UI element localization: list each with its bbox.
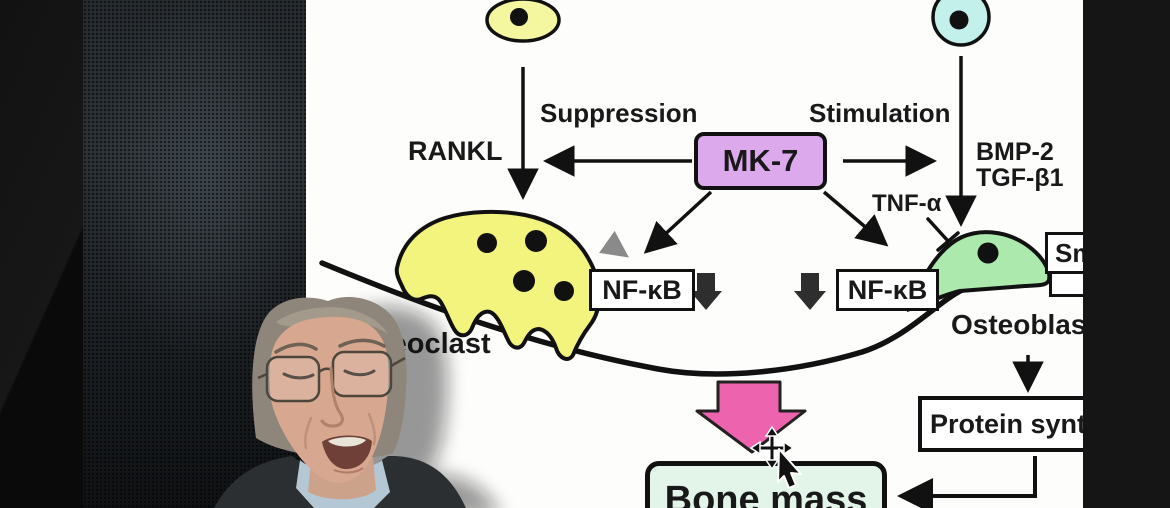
osteoblast-label: Osteoblas	[951, 309, 1087, 340]
stimulation-label: Stimulation	[809, 98, 951, 128]
left-black-band	[0, 0, 83, 508]
mk7-node-box: MK-7	[694, 132, 827, 190]
right-black-band	[1083, 0, 1170, 508]
nfkb-right-node-box: NF-κB	[836, 269, 939, 311]
speaker-background-texture	[83, 0, 306, 508]
nfkb-left-node-box: NF-κB	[589, 269, 695, 311]
bmp2-label: BMP-2	[976, 138, 1054, 166]
protein-synthesis-node-box: Protein synt	[918, 396, 1110, 452]
osteoclast-label: teoclast	[381, 328, 491, 360]
suppression-label: Suppression	[540, 98, 698, 128]
tnfa-label: TNF-α	[872, 190, 942, 217]
rankl-label: RANKL	[408, 136, 503, 166]
bone-mass-node-box: Bone mass	[645, 461, 887, 508]
tgfb1-label: TGF-β1	[976, 164, 1064, 192]
